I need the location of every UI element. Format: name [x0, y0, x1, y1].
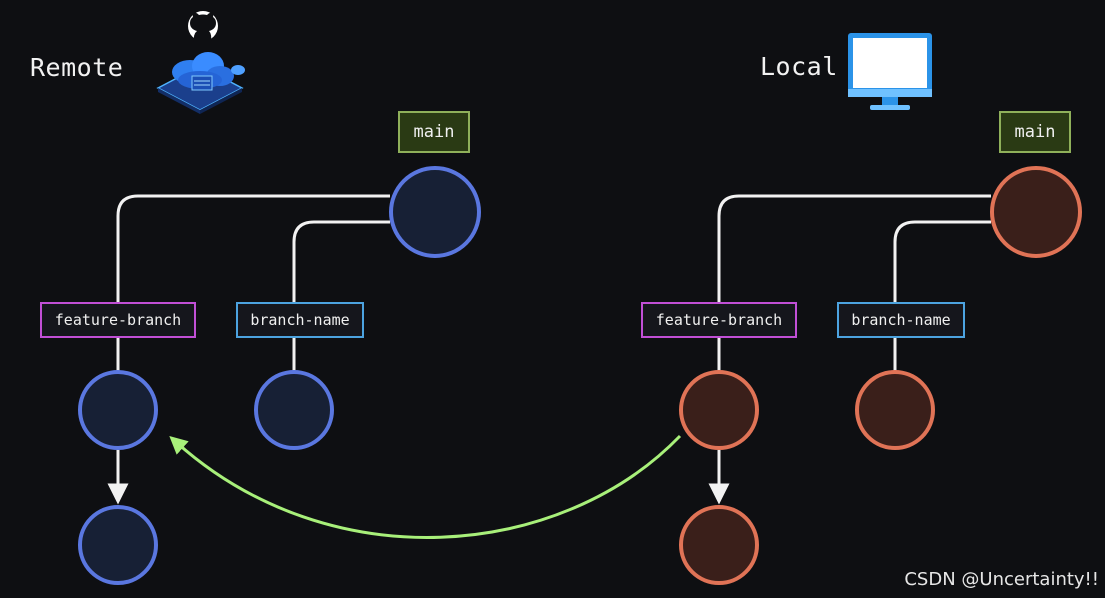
local-main-to-branch-line [893, 220, 991, 304]
remote-connections [107, 194, 390, 505]
push-arrow [169, 434, 682, 539]
remote-main-to-branch-line [292, 220, 390, 304]
local-feature-commit-2 [679, 505, 759, 585]
watermark: CSDN @Uncertainty!! [904, 569, 1099, 590]
local-main-commit [990, 166, 1082, 258]
local-main-to-feature-line [717, 194, 991, 304]
remote-feature-commit-2 [78, 505, 158, 585]
github-cloud-icon [156, 11, 245, 114]
remote-branch-commit [254, 370, 334, 450]
local-main-label: main [999, 111, 1071, 153]
local-title: Local [760, 52, 838, 81]
remote-feature-commit-1 [78, 370, 158, 450]
remote-feature-branch-label: feature-branch [40, 302, 196, 338]
remote-main-to-feature-line [116, 194, 390, 304]
local-feature-branch-label: feature-branch [641, 302, 797, 338]
remote-title: Remote [30, 53, 124, 82]
computer-monitor-icon [848, 33, 932, 110]
local-connections [708, 194, 991, 505]
local-nodes [679, 166, 1082, 585]
local-branch-commit [855, 370, 935, 450]
local-branch-name-label: branch-name [837, 302, 965, 338]
remote-main-label: main [398, 111, 470, 153]
local-feature-commit-1 [679, 370, 759, 450]
remote-branch-name-label: branch-name [236, 302, 364, 338]
remote-main-commit [389, 166, 481, 258]
remote-nodes [78, 166, 481, 585]
